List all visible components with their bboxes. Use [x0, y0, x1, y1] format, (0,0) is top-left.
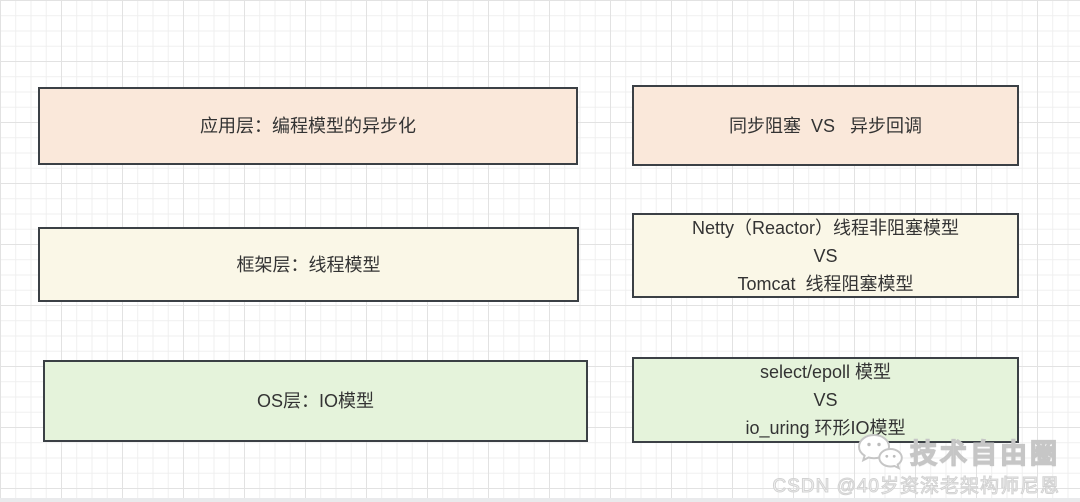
- box-select-vs-iouring-line2: VS: [813, 390, 838, 410]
- box-netty-vs-tomcat: Netty（Reactor）线程非阻塞模型 VS Tomcat 线程阻塞模型: [632, 213, 1019, 298]
- box-select-vs-iouring-line1: select/epoll 模型: [759, 362, 892, 382]
- box-os-layer-label: OS层：IO模型: [256, 391, 374, 411]
- bottom-edge-strip: [0, 498, 1080, 502]
- watermark-subtitle: CSDN @40岁资深老架构师尼恩: [772, 476, 1060, 498]
- box-sync-vs-callback: 同步阻塞 VS 异步回调: [632, 85, 1019, 166]
- box-sync-vs-callback-label: 同步阻塞 VS 异步回调: [728, 115, 923, 136]
- box-netty-vs-tomcat-line2: VS: [813, 245, 838, 266]
- box-os-layer: OS层：IO模型: [43, 360, 588, 442]
- box-select-vs-iouring: select/epoll 模型 VS io_uring 环形IO模型: [632, 357, 1019, 443]
- box-framework-layer: 框架层：线程模型: [38, 227, 579, 302]
- box-netty-vs-tomcat-line3: Tomcat 线程阻塞模型: [737, 273, 914, 294]
- box-netty-vs-tomcat-line1: Netty（Reactor）线程非阻塞模型: [691, 217, 960, 238]
- box-select-vs-iouring-line3: io_uring 环形IO模型: [745, 418, 906, 438]
- box-app-layer: 应用层：编程模型的异步化: [38, 87, 578, 165]
- box-app-layer-label: 应用层：编程模型的异步化: [200, 116, 416, 136]
- box-framework-layer-label: 框架层：线程模型: [236, 254, 381, 275]
